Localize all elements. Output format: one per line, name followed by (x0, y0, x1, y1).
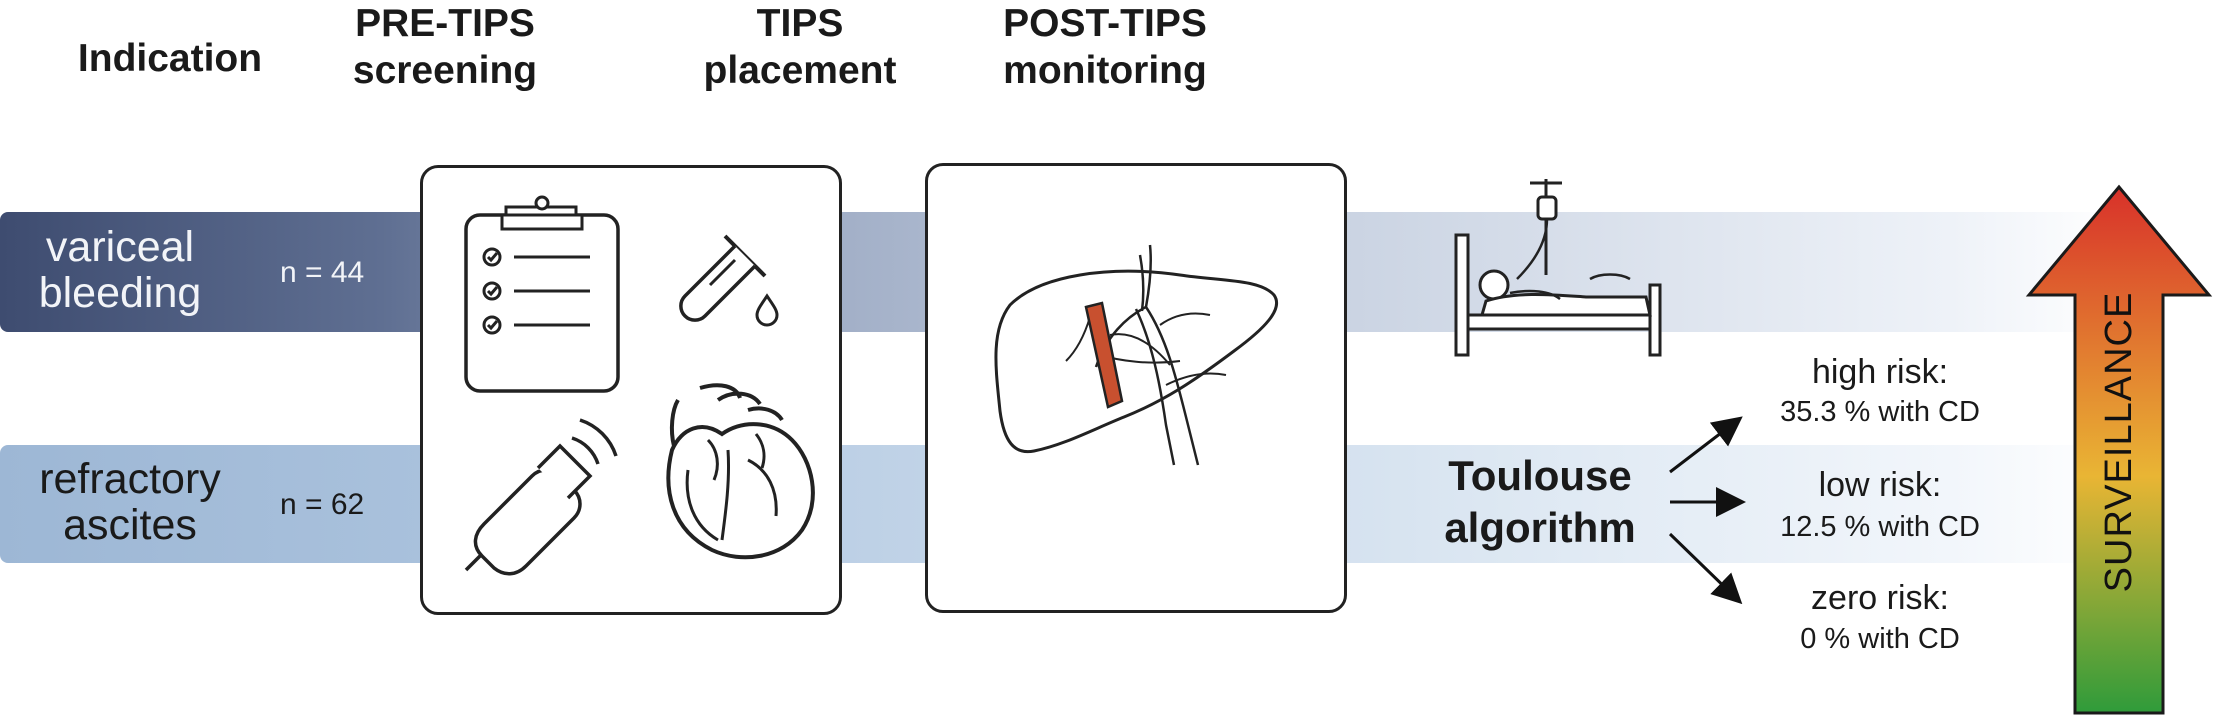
column-header-indication-text: Indication (77, 37, 263, 80)
risk-arrows (1668, 416, 1746, 605)
tips-line2: placement (703, 49, 897, 92)
ascites-line2: ascites (63, 501, 197, 549)
risk-detail-high: 35.3 % with CD (1780, 396, 1980, 428)
surveillance-arrow (2025, 184, 2213, 715)
clipboard-icon (464, 195, 620, 393)
arrow-zero-risk (1668, 532, 1743, 605)
ultrasound-probe-icon (464, 418, 618, 576)
hospital-bed-icon (1454, 179, 1662, 357)
risk-title-high: high risk: (1811, 353, 1949, 391)
n-count-variceal: n = 44 (280, 256, 365, 289)
test-tube-icon (679, 234, 779, 327)
indication-label-variceal: variceal bleeding (20, 224, 220, 316)
risk-title-low: low risk: (1818, 466, 1942, 504)
liver-tips-icon (994, 244, 1279, 466)
toulouse-algorithm-label: Toulouse algorithm (1420, 450, 1660, 554)
heart-icon (666, 383, 815, 560)
algorithm-line1: Toulouse (1448, 452, 1632, 499)
pre-tips-line2: screening (352, 49, 538, 92)
column-header-tips: TIPS placement (655, 0, 945, 94)
post-tips-line1: POST-TIPS (1003, 2, 1207, 45)
column-header-indication: Indication (40, 35, 300, 82)
algorithm-line2: algorithm (1444, 504, 1636, 551)
ascites-line1: refractory (39, 455, 221, 503)
variceal-line1: variceal (45, 223, 195, 271)
column-header-post-tips: POST-TIPS monitoring (960, 0, 1250, 94)
arrow-high-risk (1669, 416, 1743, 474)
risk-detail-zero: 0 % with CD (1800, 623, 1960, 655)
pre-tips-line1: PRE-TIPS (355, 2, 535, 45)
tips-line1: TIPS (756, 2, 844, 45)
risk-detail-low: 12.5 % with CD (1780, 511, 1980, 543)
indication-label-ascites: refractory ascites (20, 456, 240, 548)
column-header-pre-tips: PRE-TIPS screening (300, 0, 590, 94)
variceal-line2: bleeding (38, 269, 202, 317)
n-count-ascites: n = 62 (280, 488, 365, 521)
risk-title-zero: zero risk: (1811, 579, 1949, 617)
post-tips-line2: monitoring (1003, 49, 1207, 92)
surveillance-label-text: SURVEILLANCE (2098, 291, 2140, 593)
